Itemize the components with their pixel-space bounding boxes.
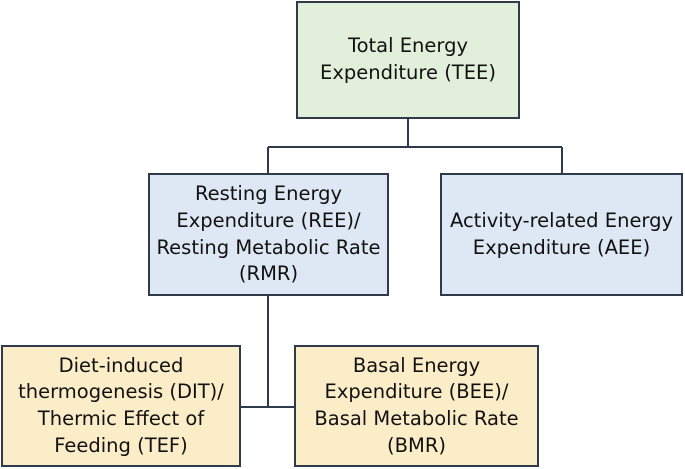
node-basal-energy-expenditure: Basal Energy Expenditure (BEE)/ Basal Me…	[294, 345, 539, 467]
node-bee-label: Basal Energy Expenditure (BEE)/ Basal Me…	[314, 353, 519, 457]
node-activity-related-energy-expenditure: Activity-related Energy Expenditure (AEE…	[440, 173, 683, 296]
node-resting-energy-expenditure: Resting Energy Expenditure (REE)/ Restin…	[148, 173, 389, 296]
node-dit-label: Diet-induced thermogenesis (DIT)/ Thermi…	[18, 353, 224, 457]
node-ree-label: Resting Energy Expenditure (REE)/ Restin…	[156, 182, 381, 286]
node-diet-induced-thermogenesis: Diet-induced thermogenesis (DIT)/ Thermi…	[1, 345, 241, 467]
node-total-energy-expenditure: Total Energy Expenditure (TEE)	[296, 1, 520, 119]
node-aee-label: Activity-related Energy Expenditure (AEE…	[449, 208, 674, 259]
node-tee-label: Total Energy Expenditure (TEE)	[320, 34, 496, 84]
